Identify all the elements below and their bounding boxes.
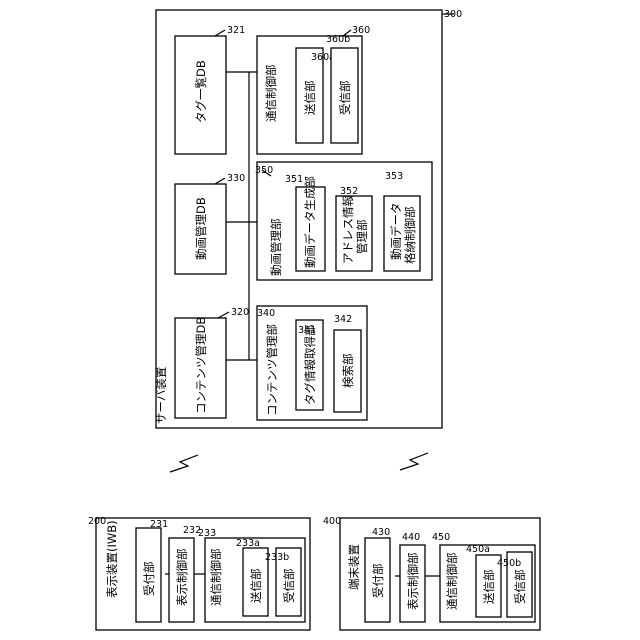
video-mgmt-ref: 350 <box>255 165 273 176</box>
address-mgmt-label-2: 管理部 <box>355 220 369 255</box>
terminal-recv-ref: 450b <box>497 558 521 569</box>
display-accept-ref: 231 <box>150 519 168 530</box>
display-recv-ref: 233b <box>265 552 289 563</box>
display-disp-ctrl-label: 表示制御部 <box>175 549 189 607</box>
tag-list-db-label: タグ一覧DB <box>194 60 208 123</box>
display-ref: 200 <box>88 516 106 527</box>
display-device: 200 表示装置(IWB) 231 受付部 232 表示制御部 233 通信制御… <box>88 516 310 630</box>
terminal-send-ref: 450a <box>466 544 490 555</box>
video-db-label: 動画管理DB <box>194 197 208 260</box>
video-db-ref: 330 <box>227 173 245 184</box>
video-gen-label: 動画データ生成部 <box>303 176 317 268</box>
terminal-accept-ref: 430 <box>372 527 390 538</box>
video-store-ref: 353 <box>385 171 403 182</box>
terminal-comm-label: 通信制御部 <box>445 553 459 611</box>
video-mgmt-label: 動画管理部 <box>269 219 283 277</box>
tag-info-label: タグ情報取得部 <box>303 325 317 406</box>
terminal-device: 400 端末装置 430 受付部 440 表示制御部 450 通信制御部 450… <box>323 516 540 630</box>
display-accept-label: 受付部 <box>142 562 156 597</box>
address-mgmt-label-1: アドレス情報 <box>341 195 355 264</box>
server-recv-label: 受信部 <box>338 81 352 116</box>
display-comm-ref: 233 <box>198 528 216 539</box>
display-title: 表示装置(IWB) <box>105 520 119 598</box>
display-send-label: 送信部 <box>249 569 263 604</box>
terminal-disp-ctrl-ref: 440 <box>402 532 420 543</box>
server-recv-ref: 360b <box>326 34 350 45</box>
display-recv-label: 受信部 <box>282 569 296 604</box>
tag-list-db-ref: 321 <box>227 25 245 36</box>
terminal-title: 端末装置 <box>347 544 361 590</box>
terminal-ref: 400 <box>323 516 341 527</box>
display-comm-label: 通信制御部 <box>209 549 223 607</box>
server-comm-label: 通信制御部 <box>264 65 278 123</box>
terminal-disp-ctrl-label: 表示制御部 <box>406 553 420 611</box>
terminal-accept-label: 受付部 <box>371 564 385 599</box>
video-store-label-2: 格納制御部 <box>403 207 417 265</box>
content-mgmt-label: コンテンツ管理部 <box>265 324 279 416</box>
wireless-link-icon-left <box>170 455 198 472</box>
content-mgmt-ref: 340 <box>257 308 275 319</box>
content-db-label: コンテンツ管理DB <box>194 317 208 414</box>
server-comm-ref: 360 <box>352 25 370 36</box>
terminal-comm-ref: 450 <box>432 532 450 543</box>
content-db-ref: 320 <box>231 307 249 318</box>
server-title: サーバ装置 <box>154 367 168 424</box>
search-label: 検索部 <box>341 354 355 389</box>
terminal-recv-label: 受信部 <box>513 570 527 605</box>
server-send-label: 送信部 <box>303 81 317 116</box>
video-store-label-1: 動画データ <box>389 203 403 261</box>
display-send-ref: 233a <box>236 538 260 549</box>
wireless-link-icon-right <box>400 453 428 470</box>
video-gen-ref: 351 <box>285 174 303 185</box>
terminal-send-label: 送信部 <box>482 570 496 605</box>
search-ref: 342 <box>334 314 352 325</box>
server-device: 300 サーバ装置 321 タグ一覧DB 330 動画管理DB 320 コンテン… <box>154 9 462 428</box>
